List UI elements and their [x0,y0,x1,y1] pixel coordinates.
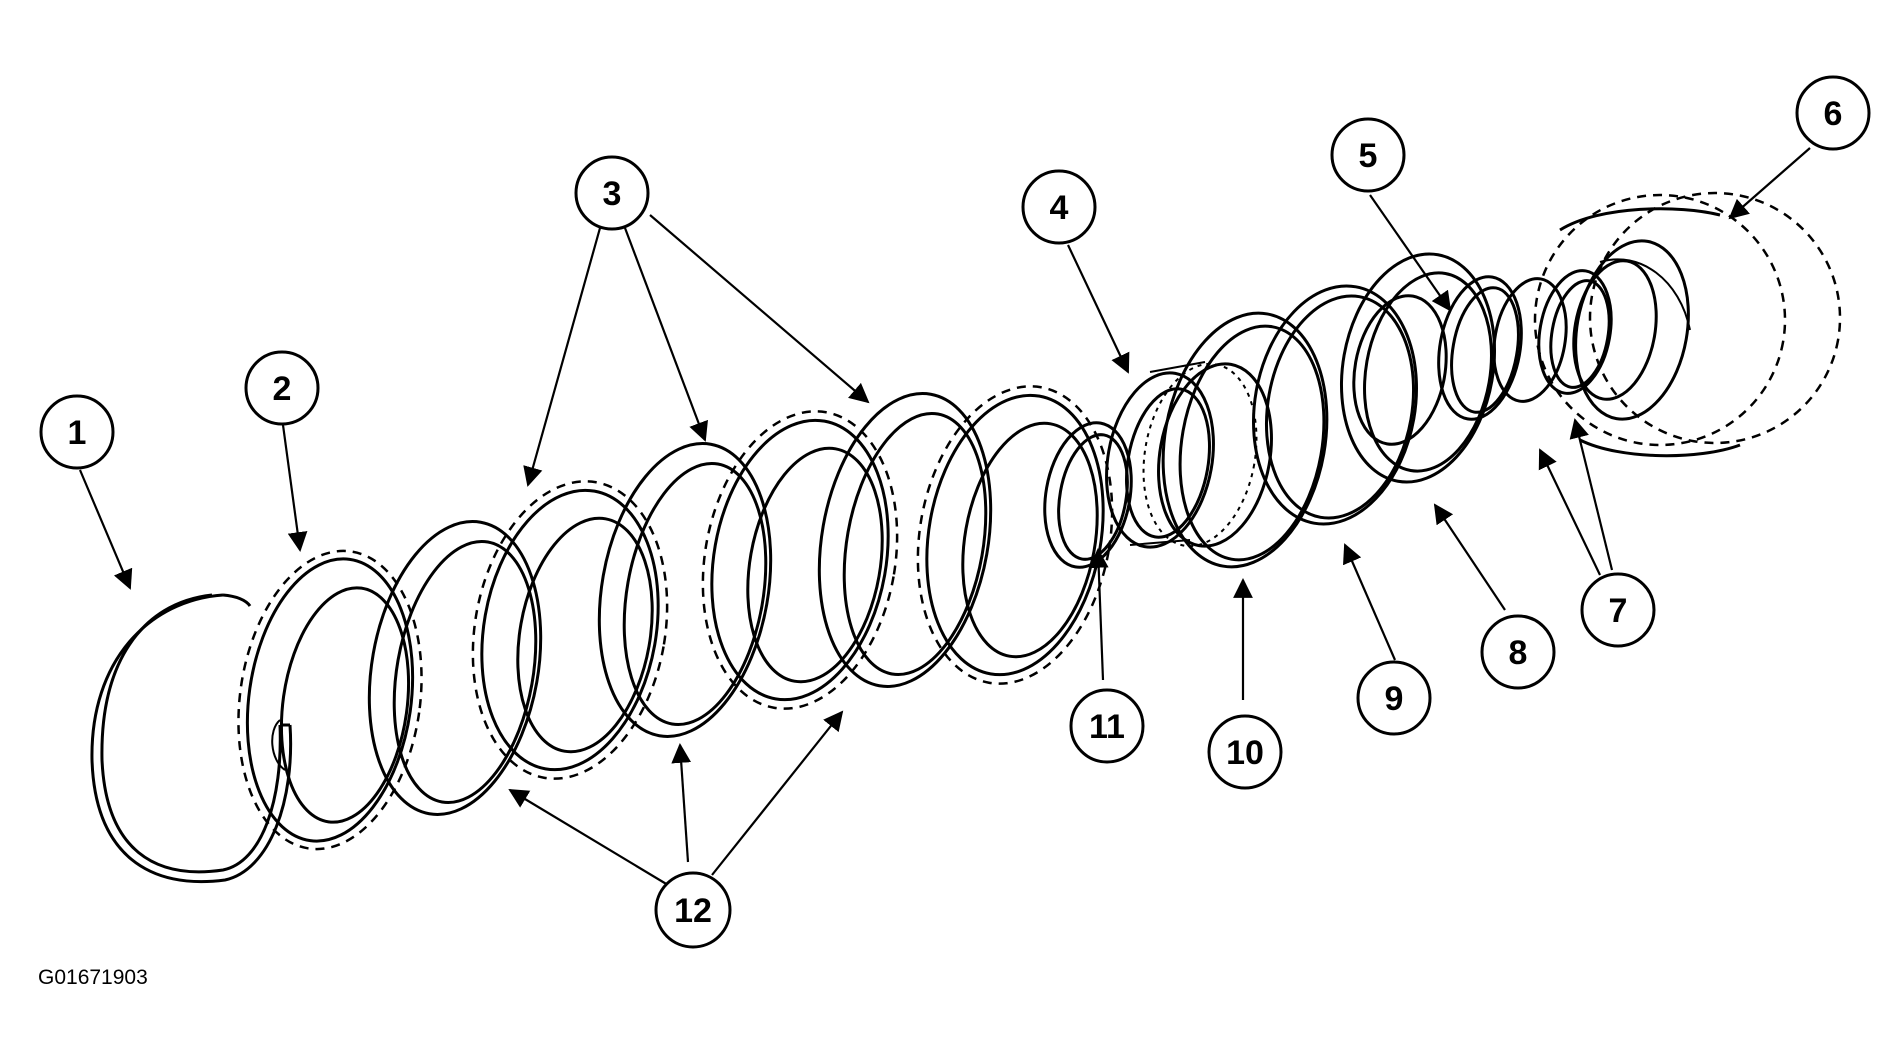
clutch-drum-part-6 [1533,191,1842,458]
callout-11: 11 [1069,688,1145,764]
callout-4: 4 [1021,169,1097,245]
leader-arrow-7a [1538,448,1601,576]
spring-ring-part-10 [1161,311,1329,569]
callout-4-label: 4 [1050,189,1069,227]
leader-arrow-8 [1433,503,1506,611]
friction-plate-2 [597,442,773,738]
callout-1-label: 1 [68,414,87,452]
callout-11-label: 11 [1089,708,1125,746]
callout-2-label: 2 [273,370,292,408]
splined-hub-part-4 [1105,361,1273,549]
callout-2: 2 [244,350,320,426]
friction-plate-1 [367,520,543,816]
callout-5-label: 5 [1359,137,1378,175]
leader-arrow-2 [281,424,308,552]
steel-plate-3 [916,385,1114,685]
o-ring-part-9 [1252,284,1418,526]
callout-12: 12 [654,871,732,949]
callout-1: 1 [39,394,115,470]
pressure-plate-part-2 [237,549,423,851]
leader-arrow-12c [711,710,844,876]
callout-3-label: 3 [603,175,622,213]
figure-id: G01671903 [38,966,148,989]
callout-3: 3 [574,155,650,231]
leader-arrow-3b [623,227,708,442]
callout-5: 5 [1330,117,1406,193]
callout-6-label: 6 [1824,95,1843,133]
callout-7: 7 [1580,572,1656,648]
callout-8: 8 [1480,614,1556,690]
steel-plate-1 [471,480,669,780]
hub-seals-part-7 [1492,269,1613,403]
leader-arrows [78,147,1811,886]
steel-plate-2 [701,410,899,710]
callout-9-label: 9 [1385,680,1404,718]
inner-seal-part-5 [1437,275,1523,421]
leader-arrow-11 [1088,548,1109,681]
callout-12-label: 12 [674,892,712,930]
leader-arrow-7b [1569,418,1614,571]
leader-arrow-9 [1343,543,1397,661]
callout-6: 6 [1795,75,1871,151]
leader-arrow-12b [671,743,692,863]
friction-plate-3 [817,392,993,688]
callout-7-label: 7 [1609,592,1628,630]
callout-10-label: 10 [1226,734,1264,772]
leader-arrow-1 [78,469,133,590]
leader-arrow-5 [1369,194,1452,312]
callout-9: 9 [1356,660,1432,736]
leader-arrow-12a [508,788,669,886]
snap-ring-part-1 [90,593,293,884]
seal-ring-part-11 [1043,421,1133,569]
callout-8-label: 8 [1509,634,1528,672]
leader-arrow-3a [523,227,602,487]
callout-10: 10 [1207,714,1283,790]
leader-arrow-3c [649,214,870,404]
leader-arrow-4 [1067,244,1130,374]
leader-arrow-6 [1728,147,1811,220]
piston-part-8 [1339,252,1497,484]
